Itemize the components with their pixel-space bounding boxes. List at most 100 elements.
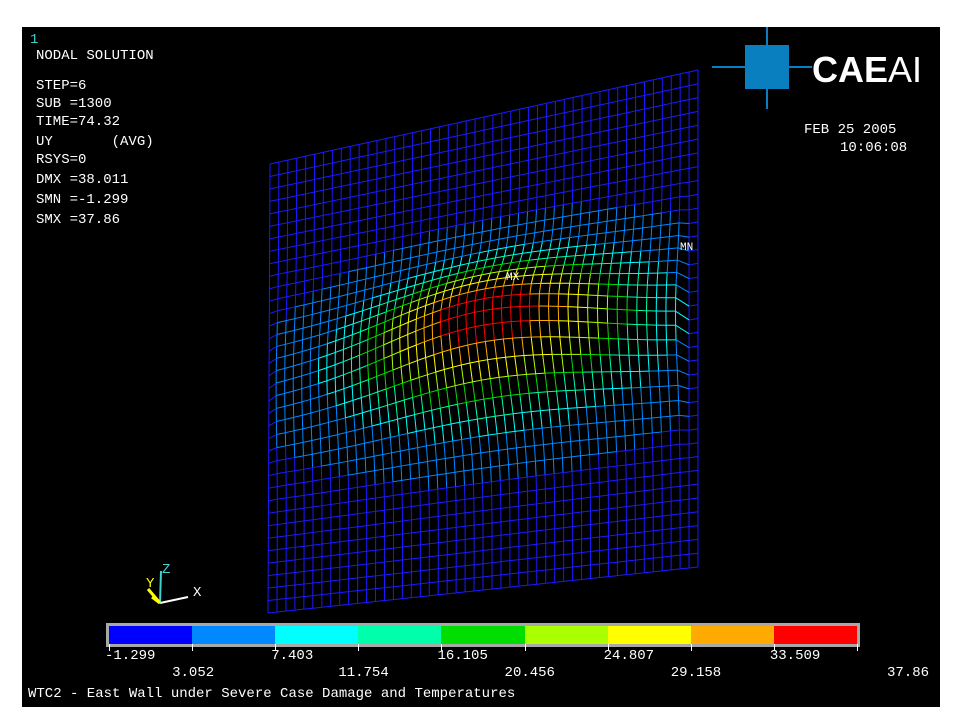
mesh-line <box>671 513 681 516</box>
mesh-line <box>492 165 502 169</box>
mesh-line <box>680 526 690 529</box>
mesh-line <box>599 521 609 524</box>
mesh-line <box>432 309 442 314</box>
mesh-line <box>446 275 450 284</box>
mesh-line <box>653 529 663 532</box>
mesh-line <box>490 467 492 482</box>
mesh-line <box>466 400 476 403</box>
mesh-line <box>286 483 296 486</box>
mesh-line <box>277 296 287 300</box>
mesh-line <box>349 257 359 261</box>
mesh-line <box>688 469 699 473</box>
mesh-line <box>397 287 407 291</box>
mesh-line <box>474 142 485 146</box>
mesh-line <box>646 339 649 356</box>
mesh-line <box>572 372 576 391</box>
mesh-line <box>616 464 627 467</box>
mesh-line <box>287 170 297 174</box>
mesh-line <box>601 253 604 264</box>
mesh-line <box>400 466 403 481</box>
mesh-line <box>463 244 473 247</box>
mesh-line <box>391 354 394 371</box>
legend-tick <box>773 644 775 651</box>
mesh-line <box>525 445 535 448</box>
mesh-line <box>506 245 516 248</box>
mesh-line <box>555 112 565 116</box>
mesh-line <box>376 176 386 180</box>
mesh-line <box>296 231 306 234</box>
mesh-line <box>456 223 466 227</box>
mesh-line <box>407 330 417 335</box>
mesh-line <box>612 242 615 254</box>
mesh-line <box>671 114 681 118</box>
mesh-line <box>322 250 332 254</box>
mesh-line <box>464 511 475 514</box>
mesh-line <box>510 174 520 178</box>
mesh-line <box>580 468 591 471</box>
mesh-line <box>597 438 600 454</box>
mesh-line <box>369 394 372 411</box>
mesh-line <box>526 260 530 269</box>
mesh-line <box>278 172 288 176</box>
mesh-line <box>558 320 561 337</box>
mesh-line <box>470 252 480 255</box>
mesh-line <box>571 469 582 472</box>
mesh-line <box>295 520 305 523</box>
mesh-line <box>535 372 546 375</box>
mesh-line <box>399 315 402 326</box>
mesh-line <box>385 212 395 216</box>
mesh-line <box>676 271 690 280</box>
mesh-line <box>357 601 367 604</box>
mesh-line <box>500 533 510 536</box>
mesh-line <box>448 333 452 350</box>
mesh-line <box>680 112 690 116</box>
mesh-line <box>492 395 502 399</box>
mesh-line <box>491 309 494 324</box>
mesh-line <box>311 424 321 428</box>
mesh-line <box>538 320 542 337</box>
mesh-line <box>555 98 565 102</box>
mesh-line <box>268 485 278 489</box>
mesh-line <box>349 245 359 248</box>
mesh-line <box>590 91 601 94</box>
mesh-line <box>348 564 358 567</box>
mesh-line <box>440 275 450 279</box>
mesh-line <box>468 420 471 439</box>
mesh-line <box>579 213 582 226</box>
mesh-line <box>377 388 387 393</box>
mesh-line <box>508 374 518 377</box>
mesh-line <box>671 73 681 77</box>
mesh-line <box>410 234 413 247</box>
mesh-line <box>376 321 386 326</box>
mesh-line <box>392 369 395 387</box>
plot-time: 10:06:08 <box>840 140 908 156</box>
mesh-line <box>653 542 663 545</box>
mesh-line <box>269 211 279 215</box>
mesh-line <box>278 184 288 188</box>
mesh-line <box>662 555 672 558</box>
mesh-line <box>421 167 431 170</box>
mesh-line <box>465 524 475 527</box>
mesh-line <box>319 421 329 426</box>
mesh-line <box>495 414 505 417</box>
mesh-line <box>544 458 554 461</box>
mesh-line <box>312 594 322 597</box>
mesh-line <box>449 272 458 277</box>
mesh-line <box>474 207 484 211</box>
mesh-line <box>384 495 394 498</box>
mesh-line <box>323 175 333 179</box>
mesh-line <box>498 448 508 451</box>
mesh-line <box>332 198 342 202</box>
mesh-line <box>613 231 616 243</box>
mesh-line <box>442 260 445 270</box>
mesh-line <box>312 300 322 304</box>
mesh-line <box>358 255 368 259</box>
mesh-line <box>429 568 439 571</box>
mesh-line <box>450 258 454 268</box>
mesh-line <box>358 167 369 171</box>
mesh-line <box>596 232 607 235</box>
mesh-line <box>555 125 565 129</box>
mesh-line <box>492 152 502 155</box>
mesh-line <box>594 253 604 255</box>
